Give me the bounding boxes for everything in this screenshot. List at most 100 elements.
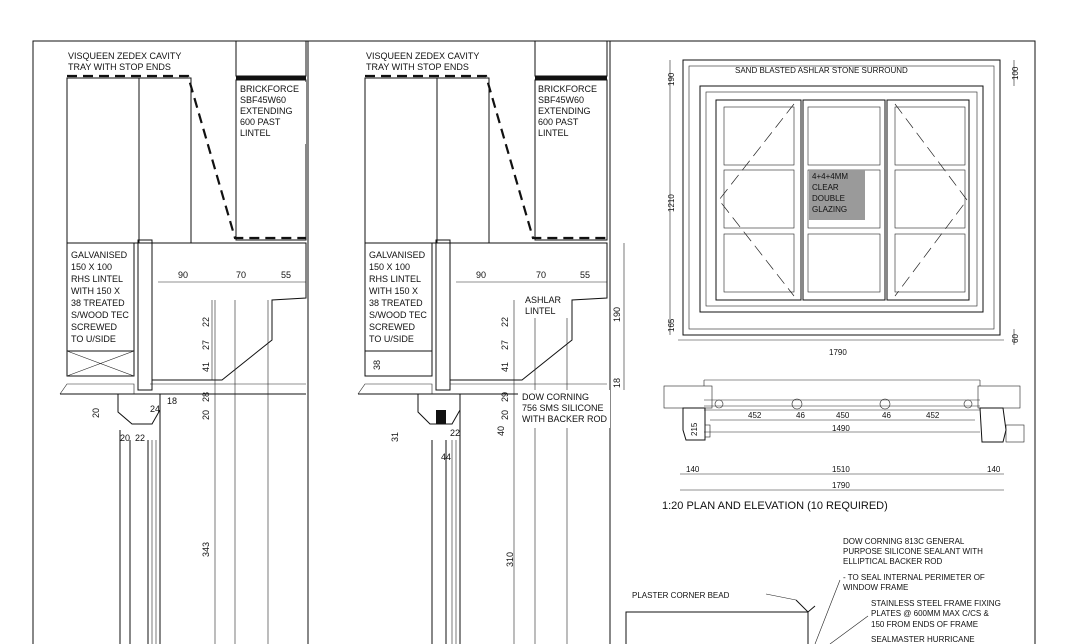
brickforce-note-bg xyxy=(238,82,306,144)
packer-cross-2 xyxy=(66,350,135,377)
frame-head-profile xyxy=(117,394,161,425)
stone-surround-outer xyxy=(682,59,1001,336)
fixing-note-l1: STAINLESS STEEL FRAME FIXING xyxy=(871,599,1001,608)
plan-dim-1790: 1790 xyxy=(832,481,850,490)
dim2-44: 44 xyxy=(441,452,451,462)
dim2-55: 55 xyxy=(580,270,590,280)
plaster-leader xyxy=(765,593,797,601)
rhs-note-l8: TO U/SIDE xyxy=(71,334,116,344)
insulation-block xyxy=(138,77,192,244)
ashlar-note-l1: ASHLAR xyxy=(525,295,562,305)
plan-jamb-right xyxy=(979,407,1007,443)
window-plan xyxy=(663,379,1025,491)
rhs-note-l5: 38 TREATED xyxy=(71,298,125,308)
inner-block-upper xyxy=(235,40,307,77)
rhs-note2-l2: 150 X 100 xyxy=(369,262,410,272)
sash-middle xyxy=(802,99,886,301)
rhs-note-l1: GALVANISED xyxy=(71,250,128,260)
pane-r3 xyxy=(894,233,966,293)
jamb-detail xyxy=(625,579,869,644)
brickforce-note2-l2: SBF45W60 xyxy=(538,95,584,105)
dim2-40: 40 xyxy=(496,426,506,436)
tray-note-l2: TRAY WITH STOP ENDS xyxy=(68,62,171,72)
outer-brick-leaf xyxy=(66,77,140,244)
sealant-note-l5: WINDOW FRAME xyxy=(843,583,908,592)
glazing-note-l4: GLAZING xyxy=(812,205,847,214)
dim2-29: 29 xyxy=(500,392,510,402)
dim-22b: 22 xyxy=(135,433,145,443)
brickforce-note-l5: LINTEL xyxy=(240,128,271,138)
rhs-note-l7: SCREWED xyxy=(71,322,118,332)
dim2-190: 190 xyxy=(612,307,622,322)
sash-left xyxy=(715,99,802,301)
plan-reveal-left xyxy=(704,424,711,438)
plan-reveal-right xyxy=(1005,424,1025,443)
sealant-leader xyxy=(814,579,841,644)
fixing-note-l3: 150 FROM ENDS OF FRAME xyxy=(871,620,978,629)
plan-mullion-2 xyxy=(791,398,803,410)
dim2-27: 27 xyxy=(500,340,510,350)
plan-title: 1:20 PLAN AND ELEVATION (10 REQUIRED) xyxy=(662,500,888,512)
timber-packer xyxy=(66,350,135,377)
ashlar-note-l2: LINTEL xyxy=(525,306,556,316)
cavity-insulation-2 xyxy=(435,239,451,391)
ashlar-lintel xyxy=(151,242,307,381)
plan-sill-right xyxy=(977,385,1021,409)
sash-right xyxy=(886,99,970,301)
section-detail-right xyxy=(357,40,625,644)
dim-24: 24 xyxy=(150,404,160,414)
brickforce-note2-l4: 600 PAST xyxy=(538,117,579,127)
inner-block-upper-2 xyxy=(534,40,608,77)
silicone-note-bg xyxy=(518,390,610,428)
plan-dim-46b: 46 xyxy=(882,411,891,420)
brickforce-note-l4: 600 PAST xyxy=(240,117,281,127)
plan-jamb-left xyxy=(682,407,706,441)
silicone-note-l3: WITH BACKER ROD xyxy=(522,414,608,424)
elev-dim-60: 60 xyxy=(1011,334,1020,343)
dim2-90: 90 xyxy=(476,270,486,280)
corner-bead xyxy=(795,599,816,613)
plan-dim-215: 215 xyxy=(690,422,699,436)
detail-outer-leaf xyxy=(625,611,809,644)
rhs-note2-l6: S/WOOD TEC xyxy=(369,310,427,320)
dim2-18: 18 xyxy=(612,378,622,388)
rhs-note-l2: 150 X 100 xyxy=(71,262,112,272)
elev-dim-100: 100 xyxy=(1011,66,1020,80)
dim2-22b: 22 xyxy=(450,428,460,438)
sealant-note-l3: ELLIPTICAL BACKER ROD xyxy=(843,557,943,566)
ashlar-lintel-2 xyxy=(449,242,608,381)
cavity-insulation xyxy=(137,239,153,391)
glazing-note-bg xyxy=(809,170,865,220)
opening-indicator-left xyxy=(718,103,795,297)
dim2-41: 41 xyxy=(500,362,510,372)
dim-18: 18 xyxy=(167,396,177,406)
brickforce-note-l1: BRICKFORCE xyxy=(240,84,299,94)
backer-rod-block xyxy=(436,410,446,424)
rhs-note2-l4: WITH 150 X xyxy=(369,286,418,296)
rhs-note2-l7: SCREWED xyxy=(369,322,416,332)
head-trim-2 xyxy=(357,383,433,395)
rhs-note-l3: RHS LINTEL xyxy=(71,274,123,284)
pane-m1 xyxy=(807,106,881,166)
insulation-block-2 xyxy=(436,77,490,244)
sealant-note-l2: PURPOSE SILICONE SEALANT WITH xyxy=(843,547,983,556)
outer-brick-leaf-2 xyxy=(364,77,438,244)
sheet-border xyxy=(32,40,1036,644)
plan-dim-452a: 452 xyxy=(748,411,762,420)
rhs-note-l4: WITH 150 X xyxy=(71,286,120,296)
rhs-note2-l3: RHS LINTEL xyxy=(369,274,421,284)
dim2-70: 70 xyxy=(536,270,546,280)
tray-note-l1: VISQUEEN ZEDEX CAVITY xyxy=(68,51,181,61)
brickforce-note2-l3: EXTENDING xyxy=(538,106,591,116)
section-detail-left xyxy=(59,40,307,644)
plan-dim-140a: 140 xyxy=(686,465,700,474)
brickforce-strip xyxy=(236,76,306,80)
tray-note2-l1: VISQUEEN ZEDEX CAVITY xyxy=(366,51,479,61)
plan-mullion-3 xyxy=(879,398,891,410)
cavity-tray-line-2 xyxy=(365,74,607,240)
dim2-310: 310 xyxy=(505,552,515,567)
rhs-note2-l1: GALVANISED xyxy=(369,250,426,260)
pane-r2 xyxy=(894,169,966,229)
brickforce-strip-2 xyxy=(535,76,607,80)
